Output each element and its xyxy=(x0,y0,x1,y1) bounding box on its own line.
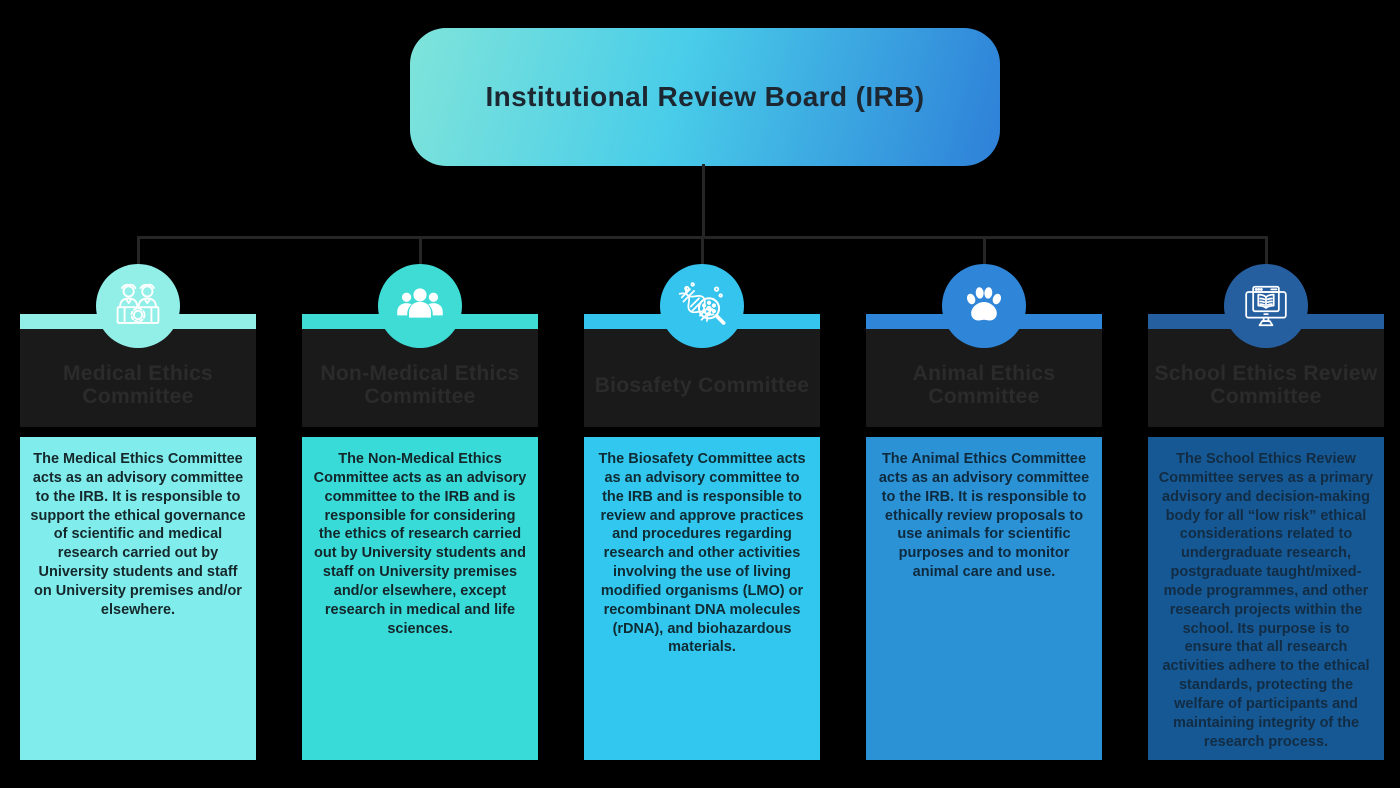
paw-icon xyxy=(942,264,1026,348)
committee-column-animal-ethics: Animal Ethics Committee The Animal Ethic… xyxy=(866,264,1102,760)
committee-header: Medical Ethics Committee xyxy=(20,329,256,427)
committee-name: Non-Medical Ethics Committee xyxy=(320,362,520,408)
connector-drop-4 xyxy=(983,236,986,270)
committee-description: The Biosafety Committee acts as an advis… xyxy=(584,437,820,760)
connector-title-stub xyxy=(702,164,705,238)
committee-header: Non-Medical Ethics Committee xyxy=(302,329,538,427)
committee-name: School Ethics Review Committee xyxy=(1154,362,1378,408)
committee-column-school-ethics-review: School Ethics Review Committee The Schoo… xyxy=(1148,264,1384,760)
connector-drop-3 xyxy=(701,236,704,270)
committee-members-desk-gear-icon xyxy=(96,264,180,348)
committee-name: Medical Ethics Committee xyxy=(62,362,214,408)
committee-description: The Non-Medical Ethics Committee acts as… xyxy=(302,437,538,760)
connector-drop-2 xyxy=(419,236,422,270)
committee-column-medical-ethics: Medical Ethics Committee The Medical Eth… xyxy=(20,264,256,760)
connector-drop-5 xyxy=(1265,236,1268,270)
monitor-open-book-icon xyxy=(1224,264,1308,348)
people-group-icon xyxy=(378,264,462,348)
committee-description: The Medical Ethics Committee acts as an … xyxy=(20,437,256,760)
committee-column-biosafety: Biosafety Committee The Biosafety Commit… xyxy=(584,264,820,760)
dna-magnifier-icon xyxy=(660,264,744,348)
page-title: Institutional Review Board (IRB) xyxy=(485,81,925,112)
committee-name: Biosafety Committee xyxy=(594,373,810,397)
committee-column-non-medical-ethics: Non-Medical Ethics Committee The Non-Med… xyxy=(302,264,538,760)
connector-drop-1 xyxy=(137,236,140,270)
committee-description: The Animal Ethics Committee acts as an a… xyxy=(866,437,1102,760)
title-box: Institutional Review Board (IRB) xyxy=(410,28,1000,166)
committee-description: The School Ethics Review Committee serve… xyxy=(1148,437,1384,760)
committee-name: Animal Ethics Committee xyxy=(912,362,1056,408)
